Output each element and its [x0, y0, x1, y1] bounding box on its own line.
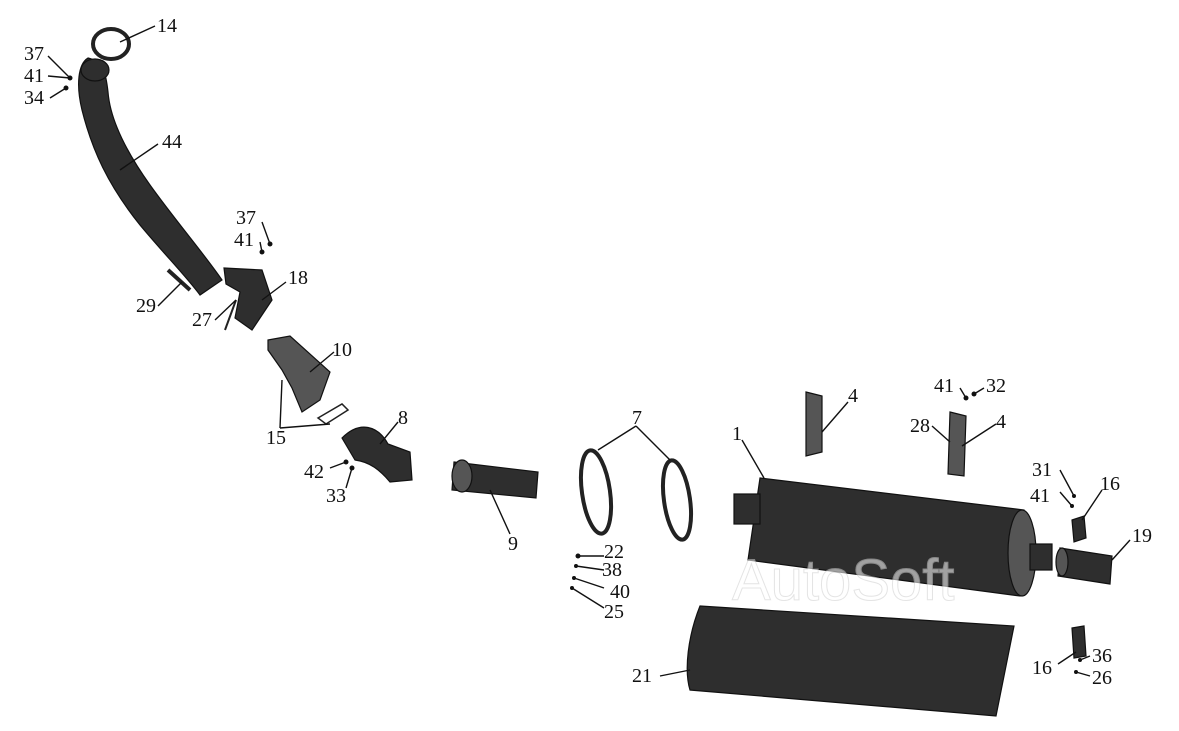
callout-27: 27 — [192, 309, 212, 331]
callout-37-top: 37 — [24, 43, 44, 65]
callout-44: 44 — [162, 131, 182, 153]
callout-7: 7 — [632, 407, 642, 429]
part-7-clamp-left — [578, 448, 614, 536]
callout-8: 8 — [398, 407, 408, 429]
callout-28: 28 — [910, 415, 930, 437]
leader-lines — [47, 25, 1131, 677]
callout-33: 33 — [326, 485, 346, 507]
part-29-bolt — [166, 268, 192, 292]
callout-42: 42 — [304, 461, 324, 483]
callout-1: 1 — [732, 423, 742, 445]
callout-41-right: 41 — [934, 375, 954, 397]
callout-40: 40 — [610, 581, 630, 603]
part-15-gasket — [316, 403, 350, 425]
part-1-inlet-stub — [733, 493, 761, 525]
part-16-bracket-top — [1071, 515, 1087, 543]
part-4-bracket-left — [805, 391, 823, 457]
watermark: AutoSoft — [732, 548, 954, 613]
callout-41-far-right: 41 — [1030, 485, 1050, 507]
callout-41-top: 41 — [24, 65, 44, 87]
part-4-bracket-right — [947, 411, 967, 477]
part-27-pin — [224, 299, 237, 331]
part-18-clamp — [223, 267, 273, 331]
callout-19: 19 — [1132, 525, 1152, 547]
callout-29: 29 — [136, 295, 156, 317]
part-10-bracket — [267, 335, 331, 413]
part-8-elbow — [341, 426, 413, 483]
callout-31: 31 — [1032, 459, 1052, 481]
callout-21: 21 — [632, 665, 652, 687]
callout-26: 26 — [1092, 667, 1112, 689]
part-7-clamp-right — [660, 458, 694, 542]
callout-4-right: 4 — [996, 411, 1006, 433]
callout-15: 15 — [266, 427, 286, 449]
part-14-ring — [91, 27, 131, 61]
callout-18: 18 — [288, 267, 308, 289]
part-19-tail-end — [1055, 547, 1069, 577]
callout-36: 36 — [1092, 645, 1112, 667]
callout-37-mid: 37 — [236, 207, 256, 229]
callout-16-top: 16 — [1100, 473, 1120, 495]
callout-4-left: 4 — [848, 385, 858, 407]
callout-14: 14 — [157, 15, 177, 37]
callout-25: 25 — [604, 601, 624, 623]
part-44-pipe-flange — [80, 58, 110, 82]
callout-22: 22 — [604, 541, 624, 563]
callout-34: 34 — [24, 87, 44, 109]
part-16-bracket-bottom — [1071, 625, 1087, 659]
callout-9: 9 — [508, 533, 518, 555]
part-1-outlet-stub — [1029, 543, 1053, 571]
part-44-exhaust-pipe — [78, 57, 223, 296]
part-9-pipe-end — [451, 459, 473, 493]
callout-10: 10 — [332, 339, 352, 361]
callout-16-bottom: 16 — [1032, 657, 1052, 679]
part-21-heat-shield — [686, 605, 1015, 717]
callout-41-mid: 41 — [234, 229, 254, 251]
callout-32: 32 — [986, 375, 1006, 397]
callout-38: 38 — [602, 559, 622, 581]
